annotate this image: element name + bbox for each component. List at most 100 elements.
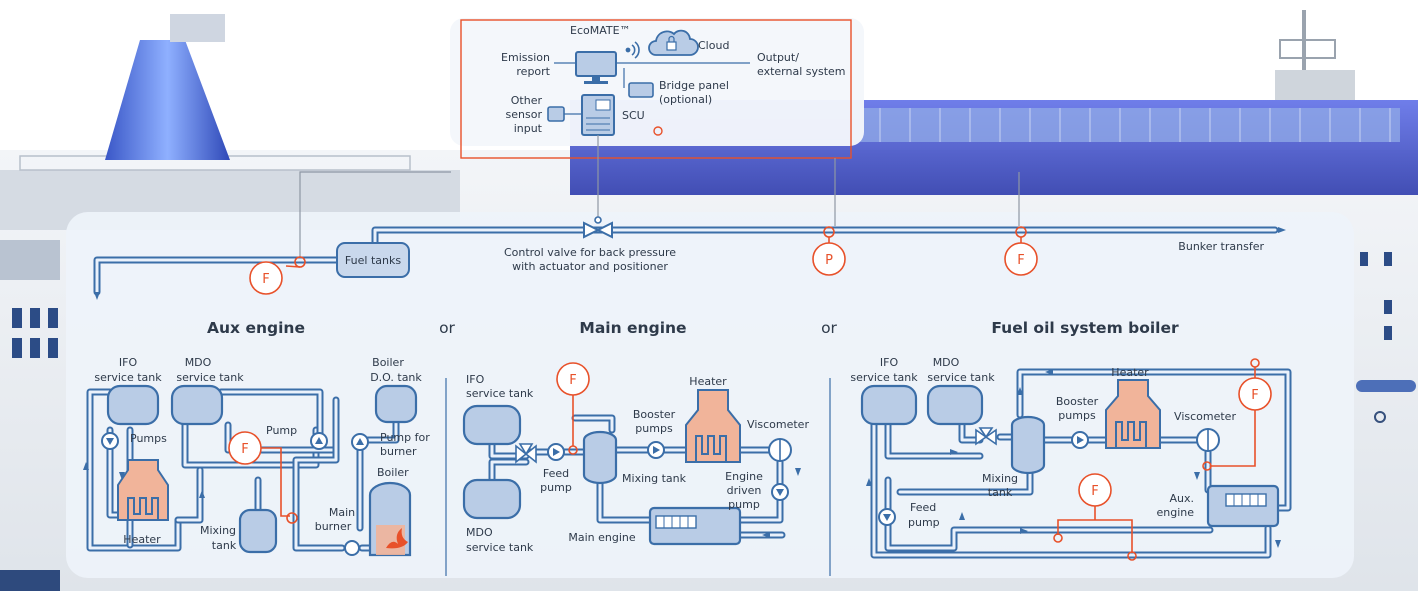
sensor-label-2: sensor	[506, 108, 543, 121]
main-mdo-label-1: MDO	[466, 526, 493, 539]
aux-mixing-label-1: Mixing	[200, 524, 236, 537]
aux-boiler-label: Boiler	[377, 466, 409, 479]
cloud-label: Cloud	[698, 39, 729, 52]
ecomate-title: EcoMATE™	[570, 24, 631, 37]
bridge-panel-label-1: Bridge panel	[659, 79, 729, 92]
bridge-panel-icon	[628, 82, 654, 98]
fuel-tanks-box	[336, 242, 410, 278]
emission-report-label-2: report	[516, 65, 550, 78]
boiler-aux-label-2: engine	[1156, 506, 1194, 519]
scu-label: SCU	[622, 109, 645, 122]
sensor-label-1: Other	[511, 94, 543, 107]
aux-engine-diagram: F IFO service tank MDO service tank Boil…	[83, 356, 430, 557]
scu-icon	[581, 94, 615, 136]
flow-symbol: F	[1017, 253, 1024, 268]
aux-mdo-tank	[170, 384, 224, 426]
aux-boiler-do-label-2: D.O. tank	[370, 371, 422, 384]
flow-sensor-header: F	[249, 256, 306, 295]
output-label-2: external system	[757, 65, 846, 78]
flow-symbol: F	[1091, 484, 1098, 499]
boiler-diagram: F F IFO service tank MDO service tank He…	[850, 356, 1292, 561]
boiler-ifo-label-1: IFO	[880, 356, 899, 369]
boiler-aux-engine-block	[1206, 484, 1280, 528]
pressure-symbol: P	[825, 253, 833, 268]
boiler-feed-label-2: pump	[908, 516, 940, 529]
aux-pumps-label: Pumps	[130, 432, 167, 445]
main-engine-title: Main engine	[579, 319, 686, 337]
boiler-title: Fuel oil system boiler	[991, 319, 1179, 337]
aux-mdo-label-1: MDO	[185, 356, 212, 369]
aux-ifo-tank	[106, 384, 160, 426]
flow-symbol: F	[262, 272, 269, 287]
control-valve-label-2: with actuator and positioner	[512, 260, 668, 273]
bunker-transfer-label: Bunker transfer	[1178, 240, 1264, 253]
aux-heater	[117, 459, 169, 521]
main-mixing-tank	[582, 430, 618, 485]
or-separator-1: or	[439, 319, 455, 337]
flow-symbol: F	[1251, 388, 1258, 403]
boiler-mdo-label-1: MDO	[933, 356, 960, 369]
main-ifo-label-2: service tank	[466, 387, 534, 400]
main-feed-label-1: Feed	[543, 467, 569, 480]
sensor-icon	[547, 106, 565, 122]
or-separator-2: or	[821, 319, 837, 337]
boiler-mixing-tank	[1010, 415, 1046, 475]
sensor-label-3: input	[514, 122, 543, 135]
main-mdo-tank	[462, 478, 522, 520]
boiler-mdo-label-2: service tank	[927, 371, 995, 384]
aux-ifo-label-1: IFO	[119, 356, 138, 369]
boiler-mixing-label-1: Mixing	[982, 472, 1018, 485]
aux-heater-label: Heater	[123, 533, 161, 546]
output-label-1: Output/	[757, 51, 799, 64]
aux-boiler-do-label-1: Boiler	[372, 356, 404, 369]
signal-lines	[299, 135, 1020, 262]
main-booster-label-1: Booster	[633, 408, 676, 421]
main-mixing-label: Mixing tank	[622, 472, 687, 485]
aux-boiler-do-tank	[374, 384, 418, 424]
aux-pump-burner-label-1: Pump for	[380, 431, 430, 444]
main-heater-label: Heater	[689, 375, 727, 388]
aux-pump-label: Pump	[266, 424, 297, 437]
boiler-ifo-label-2: service tank	[850, 371, 918, 384]
aux-ifo-label-2: service tank	[94, 371, 162, 384]
boiler-booster-label-2: pumps	[1058, 409, 1096, 422]
aux-main-burner-label-1: Main	[329, 506, 355, 519]
monitor-icon	[575, 51, 617, 84]
main-booster-label-2: pumps	[635, 422, 673, 435]
fuel-tanks-label: Fuel tanks	[345, 254, 401, 267]
flow-symbol: F	[569, 373, 576, 388]
main-engine-block	[648, 506, 742, 546]
boiler-heater	[1105, 379, 1161, 449]
pressure-sensor-header: P	[812, 226, 846, 276]
boiler-3way-valve	[975, 427, 997, 446]
aux-boiler	[344, 481, 412, 557]
flow-sensor-header-2: F	[1004, 226, 1038, 276]
aux-mdo-label-2: service tank	[176, 371, 244, 384]
funnel-shape	[105, 40, 230, 160]
control-valve-label-1: Control valve for back pressure	[504, 246, 676, 259]
boiler-aux-label-1: Aux.	[1169, 492, 1194, 505]
main-3way-valve	[515, 443, 537, 464]
boiler-feed-label-1: Feed	[910, 501, 936, 514]
boiler-heater-label: Heater	[1111, 366, 1149, 379]
aux-main-burner-label-2: burner	[315, 520, 352, 533]
main-feed-label-2: pump	[540, 481, 572, 494]
wireless-icon	[625, 41, 640, 59]
main-heater	[685, 389, 741, 463]
main-viscometer-label: Viscometer	[747, 418, 809, 431]
flame-icon	[386, 528, 408, 549]
main-ifo-tank	[462, 404, 522, 446]
cloud-icon	[648, 29, 699, 56]
emission-report-label-1: Emission	[501, 51, 550, 64]
boiler-ifo-tank	[860, 384, 918, 426]
boiler-mdo-tank	[926, 384, 984, 426]
main-engine-pump-label-3: pump	[728, 498, 760, 511]
boiler-viscometer-label: Viscometer	[1174, 410, 1236, 423]
boiler-booster-label-1: Booster	[1056, 395, 1099, 408]
boiler-mixing-label-2: tank	[988, 486, 1013, 499]
main-engine-diagram: F IFO service tank MDO service tank Heat…	[462, 362, 809, 554]
aux-mixing-label-2: tank	[212, 539, 237, 552]
aux-mixing-tank	[238, 508, 278, 554]
aux-pump-burner-label-2: burner	[380, 445, 417, 458]
